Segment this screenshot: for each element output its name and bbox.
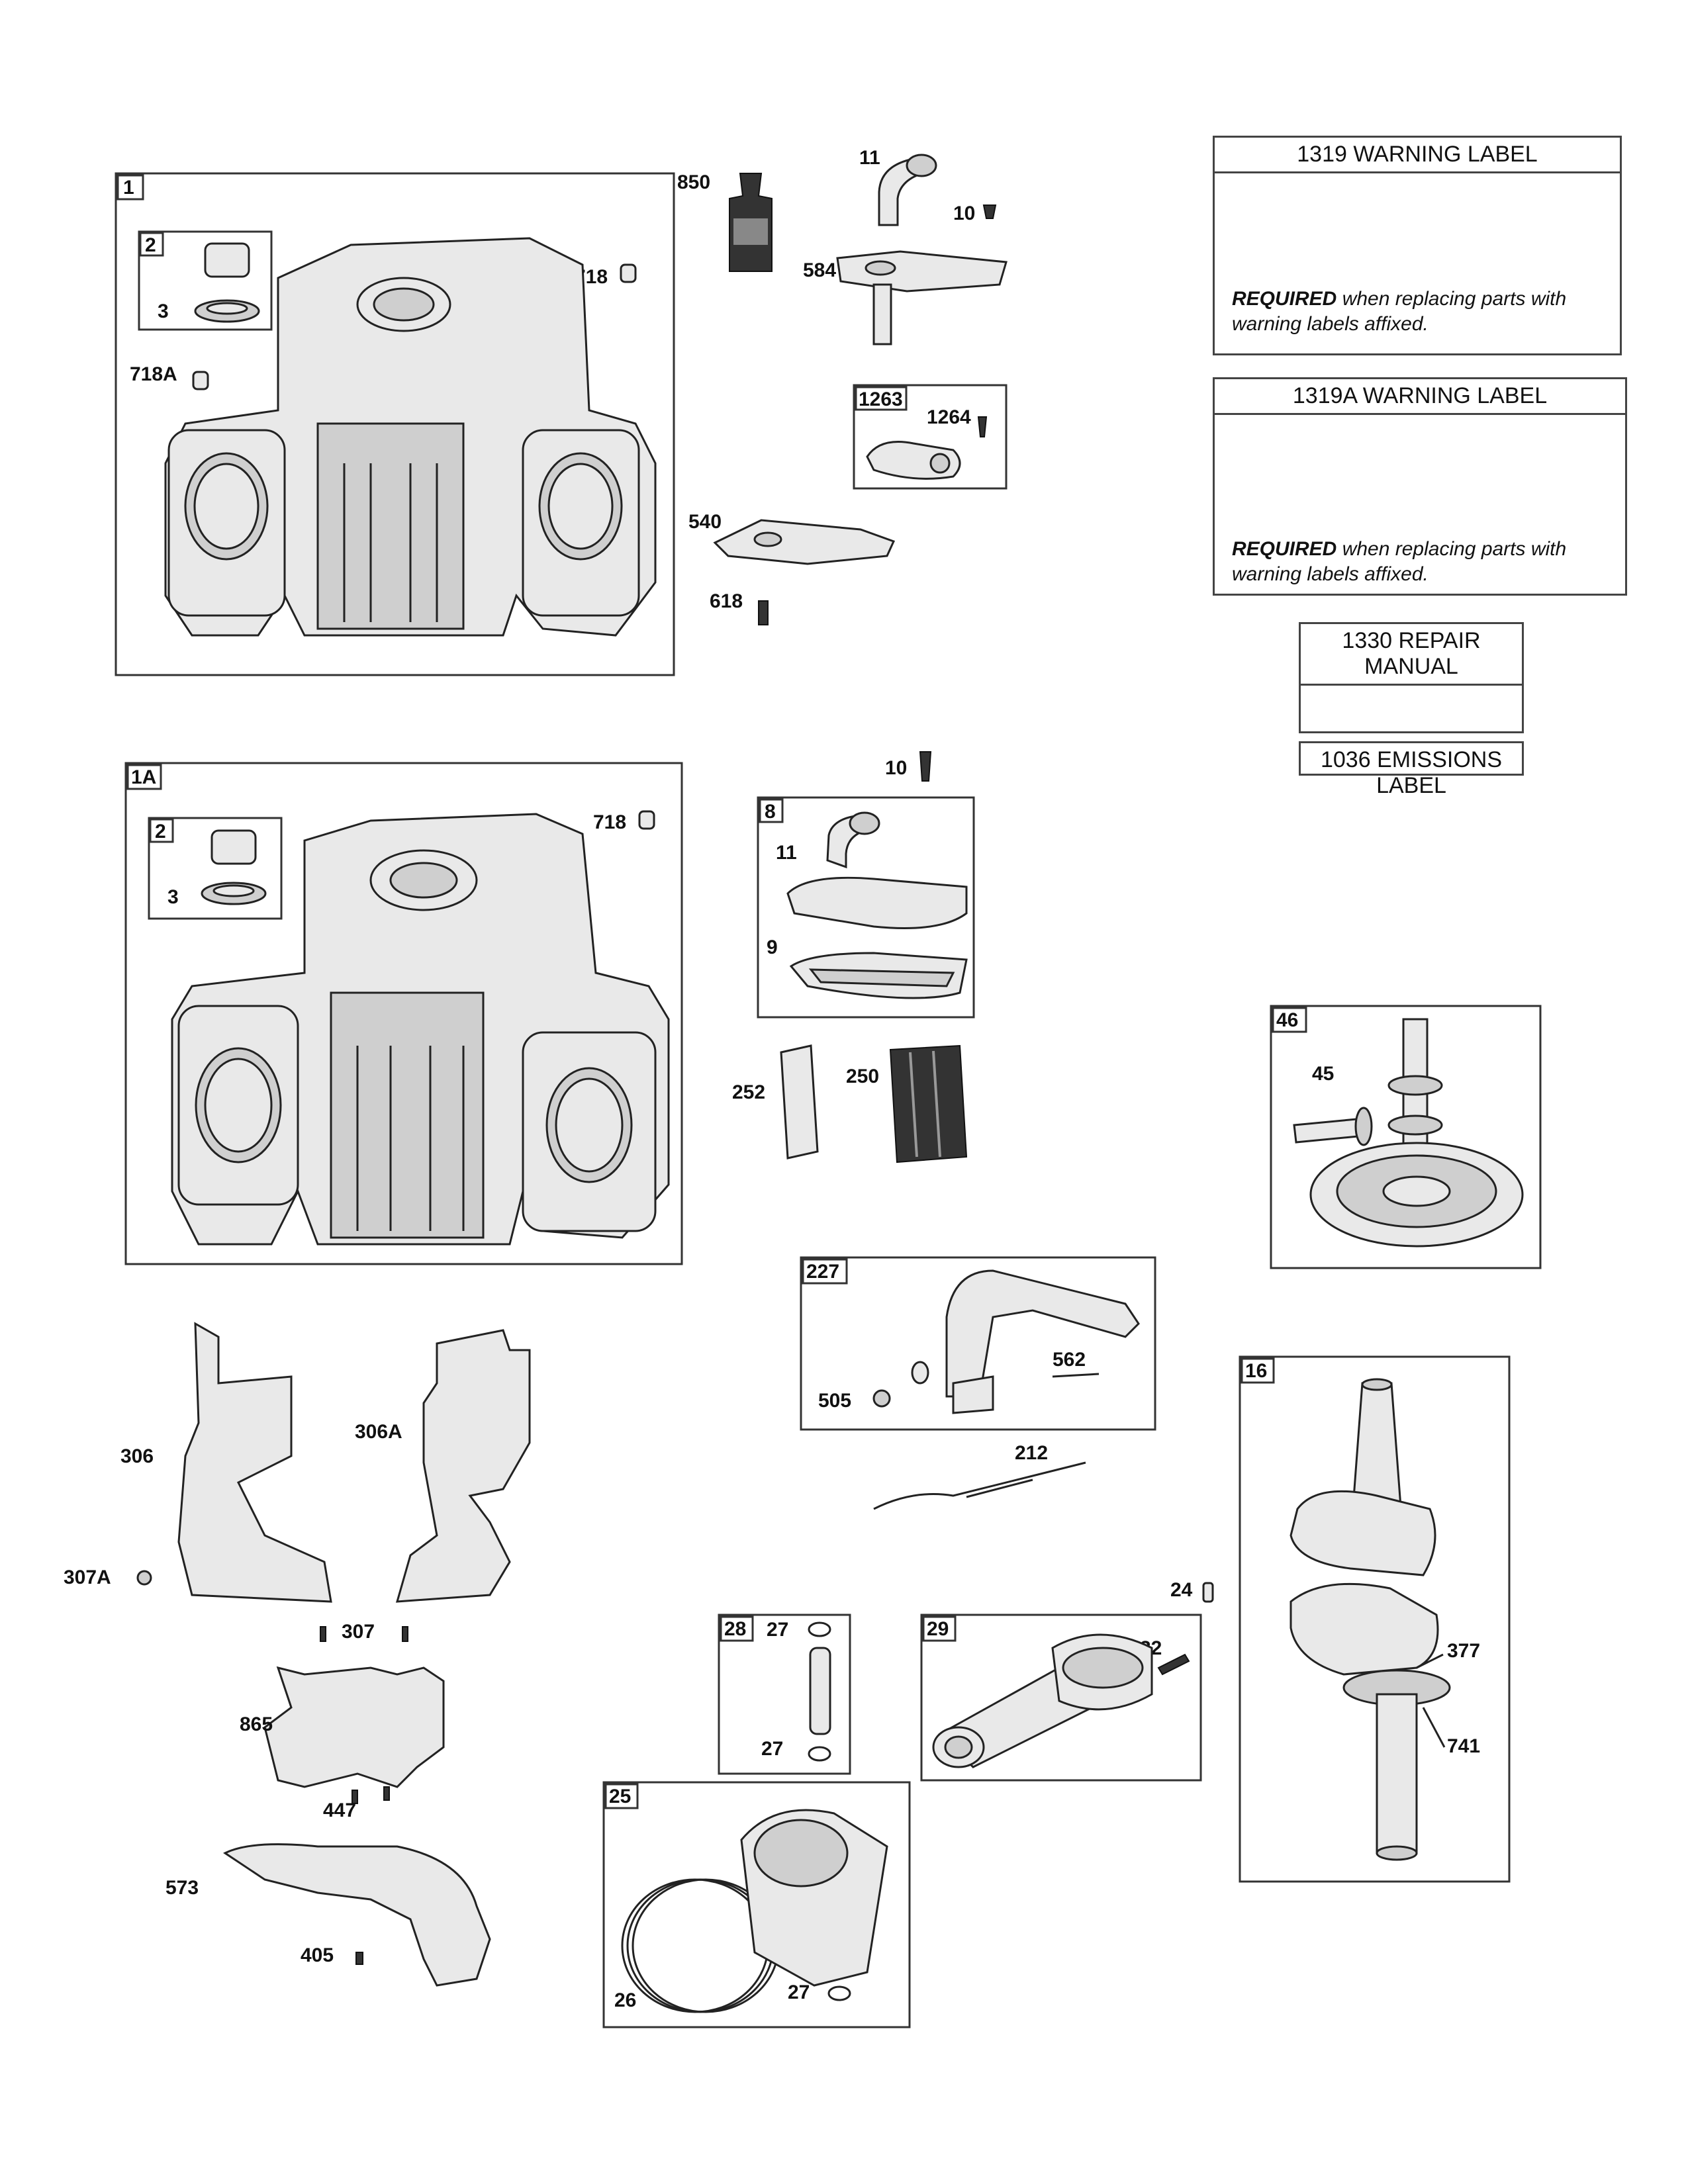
required-word: REQUIRED bbox=[1232, 288, 1337, 310]
baffle-865 bbox=[263, 1666, 445, 1788]
callout-10: 10 bbox=[953, 203, 975, 224]
card-title: 1319 WARNING LABEL bbox=[1215, 138, 1620, 173]
foam-filter bbox=[780, 1044, 819, 1160]
callout-24: 24 bbox=[1170, 1579, 1193, 1601]
group-16-crankshaft: 16 377 741 bbox=[1239, 1355, 1511, 1883]
breather-cover-8 bbox=[786, 876, 968, 929]
callout-45: 45 bbox=[1312, 1063, 1334, 1085]
base-plate-573 bbox=[223, 1843, 491, 1987]
callout-252: 252 bbox=[732, 1081, 765, 1103]
callout-2b: 2 bbox=[155, 821, 166, 842]
required-word: REQUIRED bbox=[1232, 538, 1337, 560]
callout-2: 2 bbox=[145, 234, 156, 256]
liner-sleeve bbox=[204, 242, 250, 278]
group-shrouds: 306 306A 307A 307 865 447 573 405 bbox=[64, 1322, 531, 1987]
callout-584: 584 bbox=[803, 259, 836, 281]
callout-850: 850 bbox=[677, 171, 710, 193]
card-title: 1330 REPAIR MANUAL bbox=[1301, 624, 1522, 686]
warning-label-1319A-card: 1319A WARNING LABEL REQUIRED when replac… bbox=[1213, 377, 1627, 596]
callout-405: 405 bbox=[301, 1944, 334, 1966]
callout-212: 212 bbox=[1015, 1442, 1048, 1464]
group-46-camshaft: 46 45 bbox=[1270, 1005, 1542, 1269]
callout-25: 25 bbox=[609, 1786, 631, 1807]
cylinder-shroud-306A bbox=[395, 1329, 531, 1603]
breather-gasket bbox=[713, 519, 896, 565]
callout-3: 3 bbox=[158, 300, 169, 322]
callout-27a: 27 bbox=[767, 1619, 788, 1641]
card-title: 1319A WARNING LABEL bbox=[1215, 379, 1625, 415]
callout-26: 26 bbox=[614, 1989, 636, 2011]
callout-250: 250 bbox=[846, 1066, 879, 1087]
callout-447: 447 bbox=[323, 1799, 356, 1821]
cam-pin bbox=[1293, 1117, 1366, 1144]
card-title: 1036 EMISSIONS LABEL bbox=[1320, 747, 1502, 798]
callout-29: 29 bbox=[927, 1618, 949, 1640]
callout-11: 11 bbox=[859, 147, 880, 169]
callout-718b: 718 bbox=[593, 811, 626, 833]
callout-1263: 1263 bbox=[859, 388, 903, 410]
callout-28: 28 bbox=[724, 1618, 746, 1640]
required-detail: when replacing parts with warning labels… bbox=[1232, 288, 1567, 335]
governor-lever bbox=[945, 1269, 1140, 1398]
callout-865: 865 bbox=[240, 1713, 273, 1735]
callout-27b: 27 bbox=[761, 1738, 783, 1760]
callout-618: 618 bbox=[710, 590, 743, 612]
breather-cover bbox=[836, 250, 1008, 293]
callout-377: 377 bbox=[1447, 1640, 1480, 1662]
repair-manual-card: 1330 REPAIR MANUAL bbox=[1299, 622, 1524, 733]
callout-718A: 718A bbox=[130, 363, 177, 385]
group-227-governor: 227 562 505 212 bbox=[800, 1256, 1156, 1510]
callout-1: 1 bbox=[123, 177, 134, 199]
callout-16: 16 bbox=[1245, 1360, 1267, 1382]
cylinder-shroud-306 bbox=[177, 1322, 332, 1603]
group-top-center-parts: 850 11 10 584 1263 1264 540 618 bbox=[677, 147, 1008, 625]
callout-741: 741 bbox=[1447, 1735, 1480, 1757]
callout-540: 540 bbox=[688, 511, 722, 533]
callout-1264: 1264 bbox=[927, 406, 971, 428]
required-detail: when replacing parts with warning labels… bbox=[1232, 538, 1567, 585]
group-1-crankcase: 1 2 3 718 718A bbox=[115, 172, 675, 676]
callout-307A: 307A bbox=[64, 1567, 111, 1588]
crank-throw-lower bbox=[1289, 1582, 1439, 1676]
group-8-breather: 10 8 11 9 bbox=[757, 751, 975, 1019]
group-28-piston-pin: 28 27 27 bbox=[718, 1614, 851, 1775]
callout-573: 573 bbox=[165, 1877, 199, 1899]
callout-11b: 11 bbox=[776, 842, 797, 864]
callout-505: 505 bbox=[818, 1390, 851, 1412]
callout-46: 46 bbox=[1276, 1009, 1298, 1031]
warning-label-1319-card: 1319 WARNING LABEL REQUIRED when replaci… bbox=[1213, 136, 1622, 355]
paper-filter bbox=[889, 1044, 968, 1163]
callout-307: 307 bbox=[342, 1621, 375, 1643]
piston-pin bbox=[809, 1647, 831, 1735]
group-1A-crankcase: 1A 2 3 718 bbox=[124, 762, 683, 1265]
callout-10b: 10 bbox=[885, 757, 907, 779]
callout-227: 227 bbox=[806, 1261, 839, 1283]
warning-required-text: REQUIRED when replacing parts with warni… bbox=[1215, 537, 1625, 587]
crank-throw-upper bbox=[1289, 1490, 1436, 1576]
callout-27c: 27 bbox=[788, 1981, 810, 2003]
group-29-connecting-rod: 29 32 bbox=[920, 1614, 1202, 1782]
crank-flywheel-end bbox=[1376, 1693, 1418, 1854]
emissions-label-card: 1036 EMISSIONS LABEL bbox=[1299, 741, 1524, 798]
callout-306: 306 bbox=[120, 1445, 154, 1467]
callout-562: 562 bbox=[1053, 1349, 1086, 1371]
warning-required-text: REQUIRED when replacing parts with warni… bbox=[1215, 287, 1620, 337]
group-air-filters: 252 250 bbox=[732, 1044, 968, 1163]
callout-1A: 1A bbox=[131, 766, 156, 788]
group-25-piston: 25 26 27 bbox=[602, 1781, 911, 2028]
callout-3b: 3 bbox=[167, 886, 179, 908]
callout-306A: 306A bbox=[355, 1421, 402, 1443]
callout-8: 8 bbox=[765, 801, 776, 823]
callout-9: 9 bbox=[767, 936, 778, 958]
